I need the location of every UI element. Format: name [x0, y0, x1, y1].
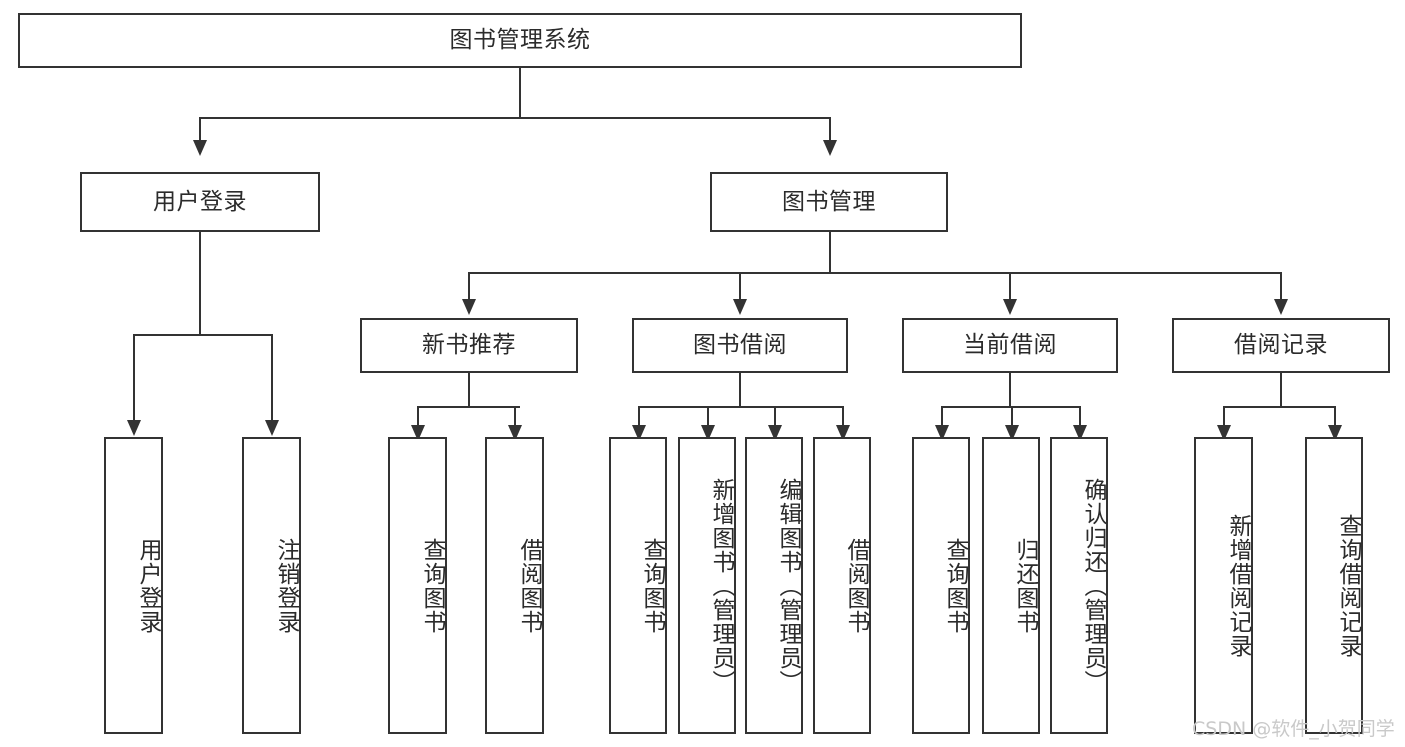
connector-book-borrow-drop-1: [638, 406, 640, 438]
node-new-book-recommend[interactable]: 新书推荐: [360, 318, 578, 373]
node-label: 图书管理系统: [449, 27, 591, 53]
connector-user-login-bus: [133, 334, 271, 336]
connector-new-book-bus: [417, 406, 520, 408]
connector-borrow-record-stem: [1280, 373, 1282, 407]
connector-user-login-drop-2: [271, 334, 273, 421]
node-label: 查询图书: [639, 537, 665, 634]
csdn-watermark: CSDN @软件_小贺同学: [1192, 718, 1395, 740]
connector-level2-drop-right: [829, 117, 831, 141]
leaf-query-book-new-recommend[interactable]: 查询图书: [388, 437, 447, 734]
arrow-to-user-login: [193, 140, 207, 156]
node-label: 借阅图书: [843, 537, 869, 634]
node-label: 图书管理: [782, 188, 876, 215]
connector-book-borrow-stem: [739, 373, 741, 407]
connector-book-borrow-bus: [638, 406, 842, 408]
node-label: 编辑图书（管理员）: [775, 477, 801, 694]
connector-root-stem: [519, 68, 521, 118]
connector-borrow-record-drop-1: [1223, 406, 1225, 438]
node-label: 用户登录: [153, 188, 247, 215]
connector-current-borrow-drop-2: [1011, 406, 1013, 438]
connector-user-login-drop-1: [133, 334, 135, 421]
node-label: 图书借阅: [693, 332, 787, 358]
node-book-management[interactable]: 图书管理: [710, 172, 948, 232]
arrow-to-borrow-record: [1274, 299, 1288, 315]
node-label: 新增借阅记录: [1225, 513, 1251, 658]
connector-new-book-drop-1: [417, 406, 419, 438]
connector-level3-bus: [468, 272, 1280, 274]
leaf-confirm-return-admin[interactable]: 确认归还（管理员）: [1050, 437, 1108, 734]
connector-current-borrow-drop-3: [1079, 406, 1081, 438]
connector-current-borrow-bus: [941, 406, 1079, 408]
leaf-query-book-current[interactable]: 查询图书: [912, 437, 970, 734]
node-current-borrow[interactable]: 当前借阅: [902, 318, 1118, 373]
leaf-borrow-book-new-recommend[interactable]: 借阅图书: [485, 437, 544, 734]
node-label: 确认归还（管理员）: [1080, 477, 1106, 694]
connector-book-borrow-drop-4: [842, 406, 844, 438]
arrow-to-leaf-logout: [265, 420, 279, 436]
arrow-to-current-borrow: [1003, 299, 1017, 315]
node-label: 归还图书: [1012, 537, 1038, 634]
connector-book-borrow-drop-2: [707, 406, 709, 438]
node-label: 借阅记录: [1234, 332, 1328, 358]
leaf-add-book-admin[interactable]: 新增图书（管理员）: [678, 437, 736, 734]
connector-user-login-stem: [199, 232, 201, 335]
node-borrow-record[interactable]: 借阅记录: [1172, 318, 1390, 373]
connector-level2-bus: [199, 117, 831, 119]
connector-borrow-record-drop-2: [1334, 406, 1336, 438]
connector-new-book-drop-2: [514, 406, 516, 438]
leaf-borrow-book[interactable]: 借阅图书: [813, 437, 871, 734]
leaf-edit-book-admin[interactable]: 编辑图书（管理员）: [745, 437, 803, 734]
connector-current-borrow-stem: [1009, 373, 1011, 407]
arrow-to-new-book-recommend: [462, 299, 476, 315]
node-label: 查询图书: [942, 537, 968, 634]
connector-current-borrow-drop-1: [941, 406, 943, 438]
connector-level3-drop-3: [1009, 272, 1011, 300]
connector-borrow-record-bus: [1223, 406, 1334, 408]
connector-book-borrow-drop-3: [774, 406, 776, 438]
node-label: 当前借阅: [963, 332, 1057, 358]
node-label: 注销登录: [273, 537, 299, 634]
arrow-to-leaf-user-login: [127, 420, 141, 436]
leaf-user-login[interactable]: 用户登录: [104, 437, 163, 734]
node-root-book-management-system[interactable]: 图书管理系统: [18, 13, 1022, 68]
node-label: 借阅图书: [516, 537, 542, 634]
node-label: 用户登录: [135, 537, 161, 634]
arrow-to-book-borrow: [733, 299, 747, 315]
connector-level3-drop-4: [1280, 272, 1282, 300]
leaf-query-borrow-record[interactable]: 查询借阅记录: [1305, 437, 1363, 734]
arrow-to-book-management: [823, 140, 837, 156]
node-book-borrow[interactable]: 图书借阅: [632, 318, 848, 373]
connector-level3-drop-2: [739, 272, 741, 300]
connector-new-book-stem: [468, 373, 470, 407]
node-label: 新增图书（管理员）: [708, 477, 734, 694]
node-label: 查询图书: [419, 537, 445, 634]
node-label: 查询借阅记录: [1335, 513, 1361, 658]
leaf-query-book-borrow[interactable]: 查询图书: [609, 437, 667, 734]
node-label: 新书推荐: [422, 332, 516, 358]
leaf-logout[interactable]: 注销登录: [242, 437, 301, 734]
leaf-return-book[interactable]: 归还图书: [982, 437, 1040, 734]
node-user-login[interactable]: 用户登录: [80, 172, 320, 232]
connector-book-management-stem: [829, 232, 831, 273]
connector-level3-drop-1: [468, 272, 470, 300]
leaf-add-borrow-record[interactable]: 新增借阅记录: [1194, 437, 1253, 734]
connector-level2-drop-left: [199, 117, 201, 141]
